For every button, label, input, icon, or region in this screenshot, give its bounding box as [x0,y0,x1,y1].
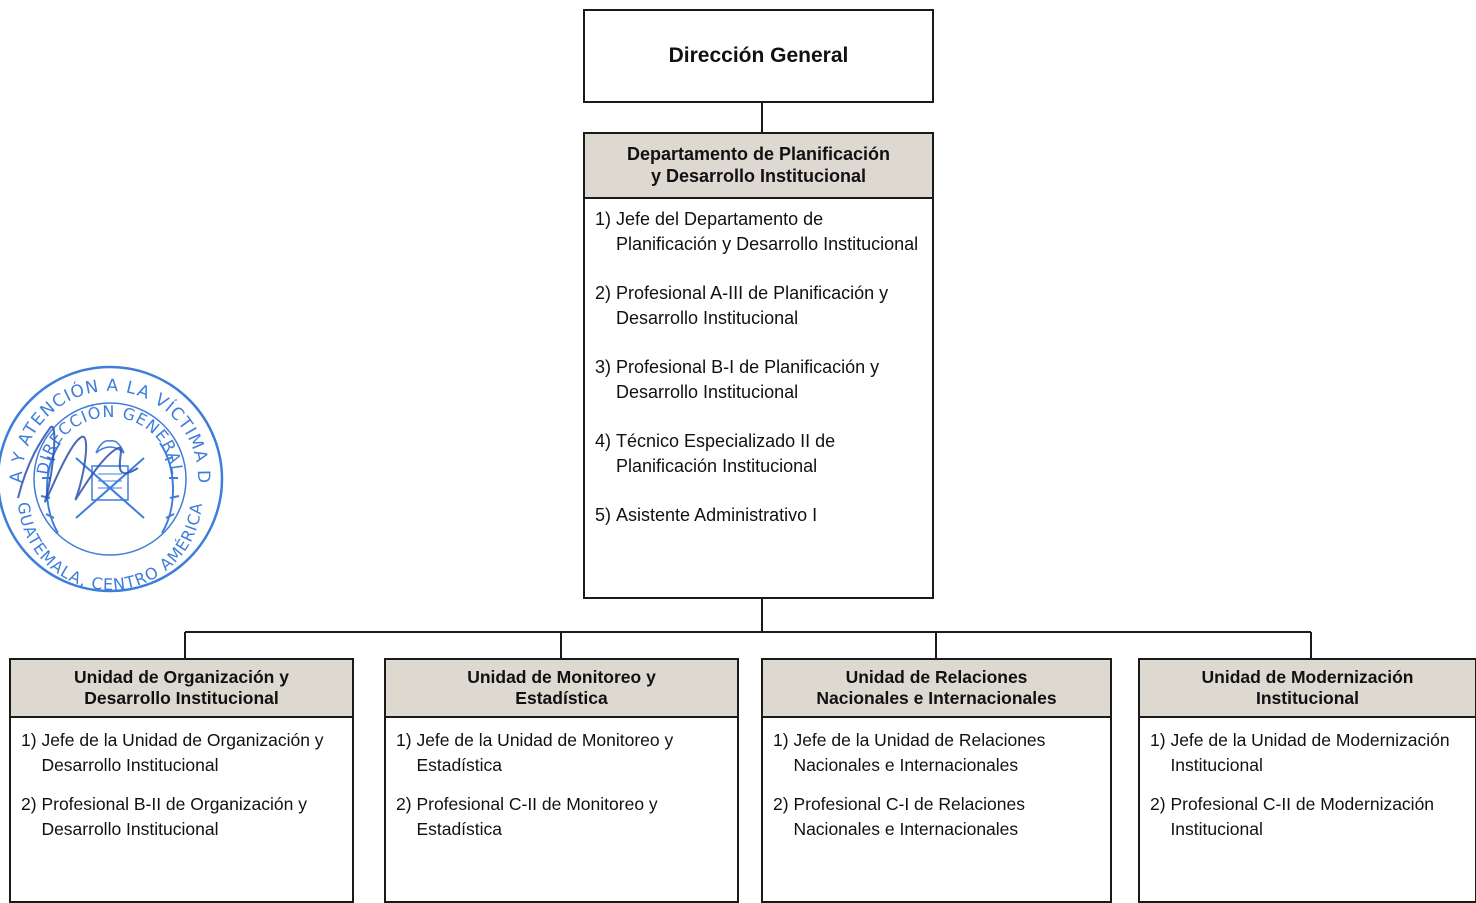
position-item: 1) Jefe de la Unidad de Organización y D… [21,728,346,778]
position-item: 1) Jefe de la Unidad de Relaciones Nacio… [773,728,1104,778]
unit-position-list: 1) Jefe de la Unidad de Relaciones Nacio… [763,718,1110,842]
position-item: 2) Profesional C-II de Modernización Ins… [1150,792,1469,842]
position-number: 2) [1150,794,1171,814]
position-title: Profesional C-I de Relaciones Nacionales… [793,794,1025,839]
position-item: 2) Profesional B-II de Organización y De… [21,792,346,842]
position-item: 3) Profesional B-I de Planificación y De… [595,355,924,405]
position-title: Jefe de la Unidad de Monitoreo y Estadís… [416,730,674,775]
position-number: 2) [396,794,417,814]
position-title: Profesional B-II de Organización y Desar… [41,794,307,839]
position-item: 5) Asistente Administrativo I [595,503,924,528]
position-title: Jefe de la Unidad de Relaciones Nacional… [793,730,1046,775]
position-title: Profesional C-II de Monitoreo y Estadíst… [416,794,658,839]
unit-position-list: 1) Jefe de la Unidad de Organización y D… [11,718,352,842]
position-number: 5) [595,505,617,525]
unit-header: Unidad de Relaciones Nacionales e Intern… [763,660,1110,718]
signature [17,425,139,503]
position-title: Técnico Especializado II de Planificació… [616,431,836,476]
official-seal: ASISTENCIA Y ATENCIÓN A LA VÍCTIMA DEL D… [0,348,224,594]
unit-title-line1: Unidad de Monitoreo y [467,667,656,687]
position-number: 1) [595,209,617,229]
unit-relaciones-box: Unidad de Relaciones Nacionales e Intern… [761,658,1112,903]
unit-title-line1: Unidad de Relaciones [845,667,1028,687]
department-title-line1: Departamento de Planificación [626,143,891,164]
position-number: 1) [21,730,42,750]
position-number: 1) [773,730,794,750]
position-number: 4) [595,431,617,451]
unit-monitoreo-box: Unidad de Monitoreo y Estadística 1) Jef… [384,658,739,903]
unit-header: Unidad de Modernización Institucional [1140,660,1475,718]
position-number: 2) [773,794,794,814]
unit-header: Unidad de Monitoreo y Estadística [386,660,737,718]
department-box: Departamento de Planificación y Desarrol… [583,132,934,599]
department-title-line2: y Desarrollo Institucional [650,165,867,186]
position-number: 1) [396,730,417,750]
position-title: Jefe de la Unidad de Organización y Desa… [41,730,324,775]
position-title: Asistente Administrativo I [616,505,818,525]
direccion-general-box: Dirección General [583,9,934,103]
unit-position-list: 1) Jefe de la Unidad de Modernización In… [1140,718,1475,842]
position-item: 1) Jefe de la Unidad de Modernización In… [1150,728,1469,778]
unit-title-line2: Estadística [515,688,608,708]
position-title: Profesional B-I de Planificación y Desar… [616,357,880,402]
unit-organizacion-box: Unidad de Organización y Desarrollo Inst… [9,658,354,903]
position-item: 1) Jefe de la Unidad de Monitoreo y Esta… [396,728,731,778]
department-position-list: 1) Jefe del Departamento de Planificació… [585,199,932,528]
unit-modernizacion-box: Unidad de Modernización Institucional 1)… [1138,658,1476,903]
position-number: 1) [1150,730,1171,750]
position-item: 2) Profesional C-II de Monitoreo y Estad… [396,792,731,842]
unit-title-line2: Institucional [1255,688,1360,708]
unit-title-line1: Unidad de Organización y [74,667,289,687]
unit-title-line1: Unidad de Modernización [1201,667,1414,687]
position-item: 1) Jefe del Departamento de Planificació… [595,207,924,257]
position-title: Jefe del Departamento de Planificación y… [616,209,919,254]
department-header: Departamento de Planificación y Desarrol… [585,134,932,199]
position-item: 2) Profesional C-I de Relaciones Naciona… [773,792,1104,842]
unit-header: Unidad de Organización y Desarrollo Inst… [11,660,352,718]
unit-title-line2: Desarrollo Institucional [84,688,279,708]
position-title: Profesional C-II de Modernización Instit… [1170,794,1435,839]
position-number: 3) [595,357,617,377]
direccion-general-label: Dirección General [668,44,849,67]
unit-position-list: 1) Jefe de la Unidad de Monitoreo y Esta… [386,718,737,842]
position-item: 2) Profesional A-III de Planificación y … [595,281,924,331]
position-number: 2) [21,794,42,814]
unit-title-line2: Nacionales e Internacionales [816,688,1057,708]
position-title: Profesional A-III de Planificación y Des… [616,283,889,328]
position-item: 4) Técnico Especializado II de Planifica… [595,429,924,479]
position-title: Jefe de la Unidad de Modernización Insti… [1170,730,1450,775]
position-number: 2) [595,283,617,303]
